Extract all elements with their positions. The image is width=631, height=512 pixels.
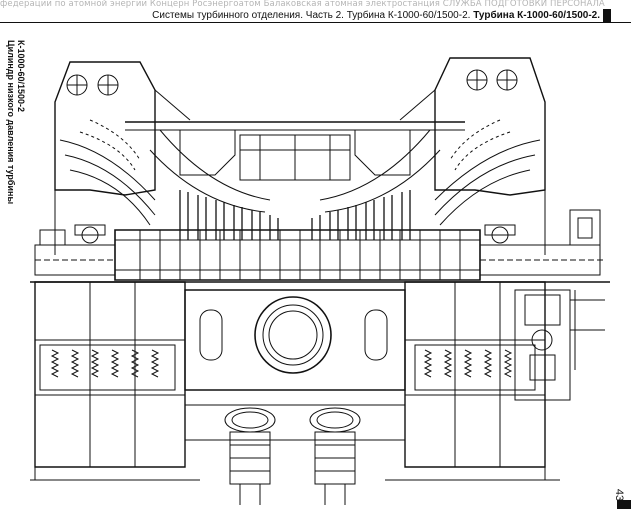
side-caption: Цилиндр низкого давления турбины К-1000-… — [6, 40, 28, 240]
header-rule — [0, 22, 631, 23]
blade-rows-left — [180, 190, 278, 240]
header-plain-text: Системы турбинного отделения. Часть 2. Т… — [152, 10, 474, 21]
side-caption-line-1: Цилиндр низкого давления турбины — [6, 40, 16, 205]
right-bearing — [480, 210, 605, 275]
right-exhaust-hood — [400, 58, 545, 255]
lp-cylinder-svg — [30, 40, 610, 508]
lp-cylinder-drawing — [30, 40, 610, 508]
extraction-pipes — [225, 408, 360, 505]
header-marker-bar — [603, 9, 611, 22]
header-bold-text: Турбина К-1000-60/1500-2. — [473, 10, 600, 21]
page-header: Системы турбинного отделения. Часть 2. Т… — [0, 10, 600, 22]
inner-casing-upper — [125, 122, 465, 212]
page-number-marker — [617, 500, 631, 509]
central-lower-section — [185, 290, 405, 440]
foundation-columns — [30, 467, 560, 480]
watermark-header-line: федерации по атомной энергии Концерн Рос… — [0, 0, 605, 9]
side-caption-line-2: К-1000-60/1500-2 — [16, 40, 26, 113]
spring-supports-right — [415, 345, 535, 390]
blade-rows-right — [312, 190, 410, 240]
left-bearing — [35, 225, 115, 275]
spring-supports-left — [40, 345, 175, 390]
left-exhaust-hood — [55, 62, 190, 255]
rotor — [115, 230, 480, 280]
right-pedestal-detail — [515, 290, 605, 400]
lower-casing — [35, 282, 545, 467]
